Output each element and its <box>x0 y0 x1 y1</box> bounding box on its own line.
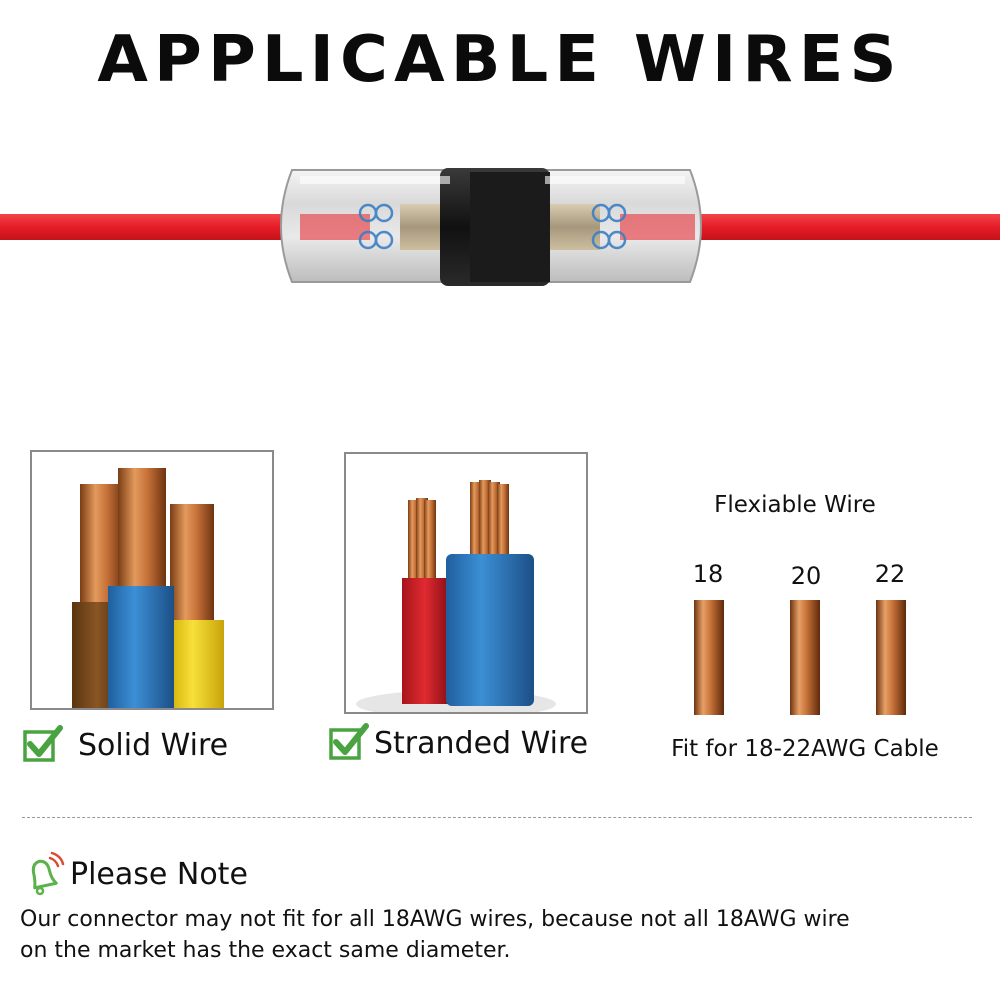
copper-wire-20-image <box>790 600 820 715</box>
wire-connector-image <box>0 168 1000 286</box>
page-title: APPLICABLE WIRES <box>97 23 903 97</box>
stranded-wire-image-frame <box>344 452 588 714</box>
note-line-2: on the market has the exact same diamete… <box>20 938 511 963</box>
connector-left-housing <box>280 169 463 283</box>
bell-icon <box>31 851 65 896</box>
gauge-label-18: 18 <box>692 560 724 588</box>
stranded-wire-image <box>356 480 556 712</box>
note-body: Our connector may not fit for all 18AWG … <box>20 904 920 966</box>
flexible-wire-title: Flexiable Wire <box>714 492 876 518</box>
red-wire-left <box>0 214 300 240</box>
checkmark-icon <box>23 725 63 762</box>
solid-wire-image-frame <box>30 450 274 710</box>
connector-right-housing <box>537 169 702 283</box>
copper-wire-18-image <box>694 600 724 715</box>
solid-wire-label: Solid Wire <box>78 728 229 763</box>
solid-wire-image <box>72 468 224 708</box>
note-line-1: Our connector may not fit for all 18AWG … <box>20 907 850 932</box>
checkmark-icon <box>329 723 369 760</box>
red-wire-right <box>700 214 1000 240</box>
note-title: Please Note <box>70 857 248 892</box>
stranded-wire-label: Stranded Wire <box>374 726 589 761</box>
section-divider <box>22 817 972 818</box>
fit-awg-text: Fit for 18-22AWG Cable <box>671 736 939 762</box>
gauge-label-22: 22 <box>874 560 906 588</box>
copper-wire-22-image <box>876 600 906 715</box>
gauge-label-20: 20 <box>790 562 822 590</box>
